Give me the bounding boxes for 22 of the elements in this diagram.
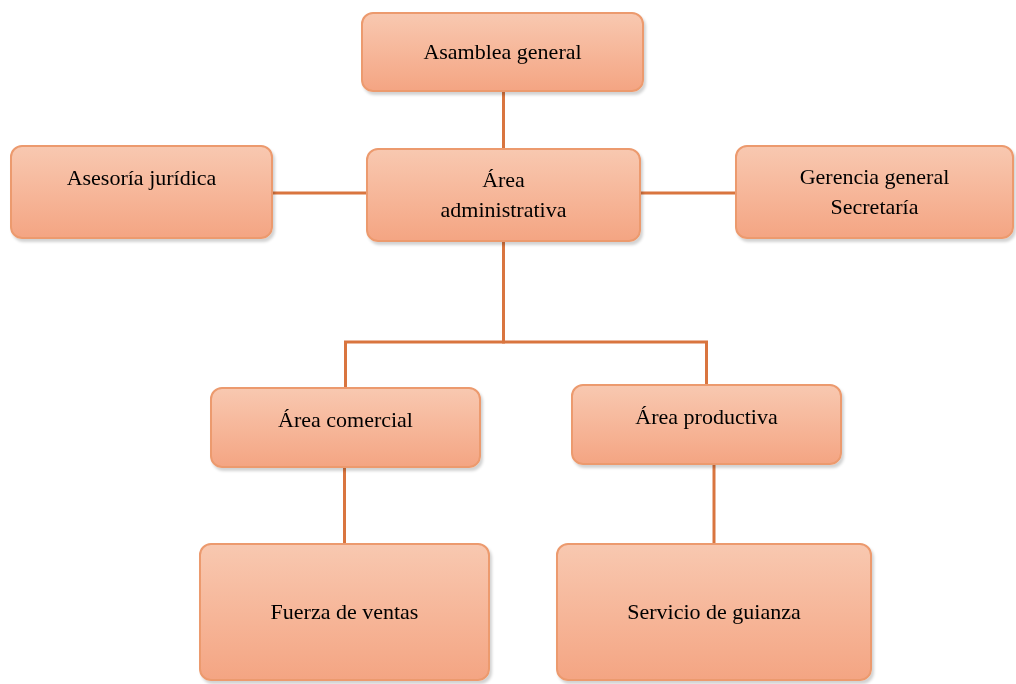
- box-label: Asesoría jurídica: [66, 164, 217, 192]
- box-label: Área productiva: [635, 403, 778, 431]
- connector-line: [641, 191, 735, 195]
- connector-line: [273, 191, 366, 195]
- box-label: Área administrativa: [439, 166, 568, 224]
- box-label: Gerencia general Secretaría: [798, 163, 951, 221]
- connector-line: [343, 468, 346, 543]
- org-box: [735, 145, 1014, 239]
- box-label: Fuerza de ventas: [270, 598, 419, 626]
- connector-line: [502, 242, 708, 384]
- org-box: [571, 384, 842, 465]
- org-box: [366, 148, 641, 242]
- box-label: Asamblea general: [423, 38, 582, 66]
- box-label: Área comercial: [278, 406, 413, 434]
- org-box: [10, 145, 273, 239]
- org-box: [199, 543, 490, 681]
- org-box: [556, 543, 872, 681]
- org-box: [210, 387, 481, 468]
- org-box: [361, 12, 644, 92]
- connector-line: [502, 92, 505, 148]
- box-label: Servicio de guianza: [627, 598, 801, 626]
- connector-line: [712, 465, 716, 543]
